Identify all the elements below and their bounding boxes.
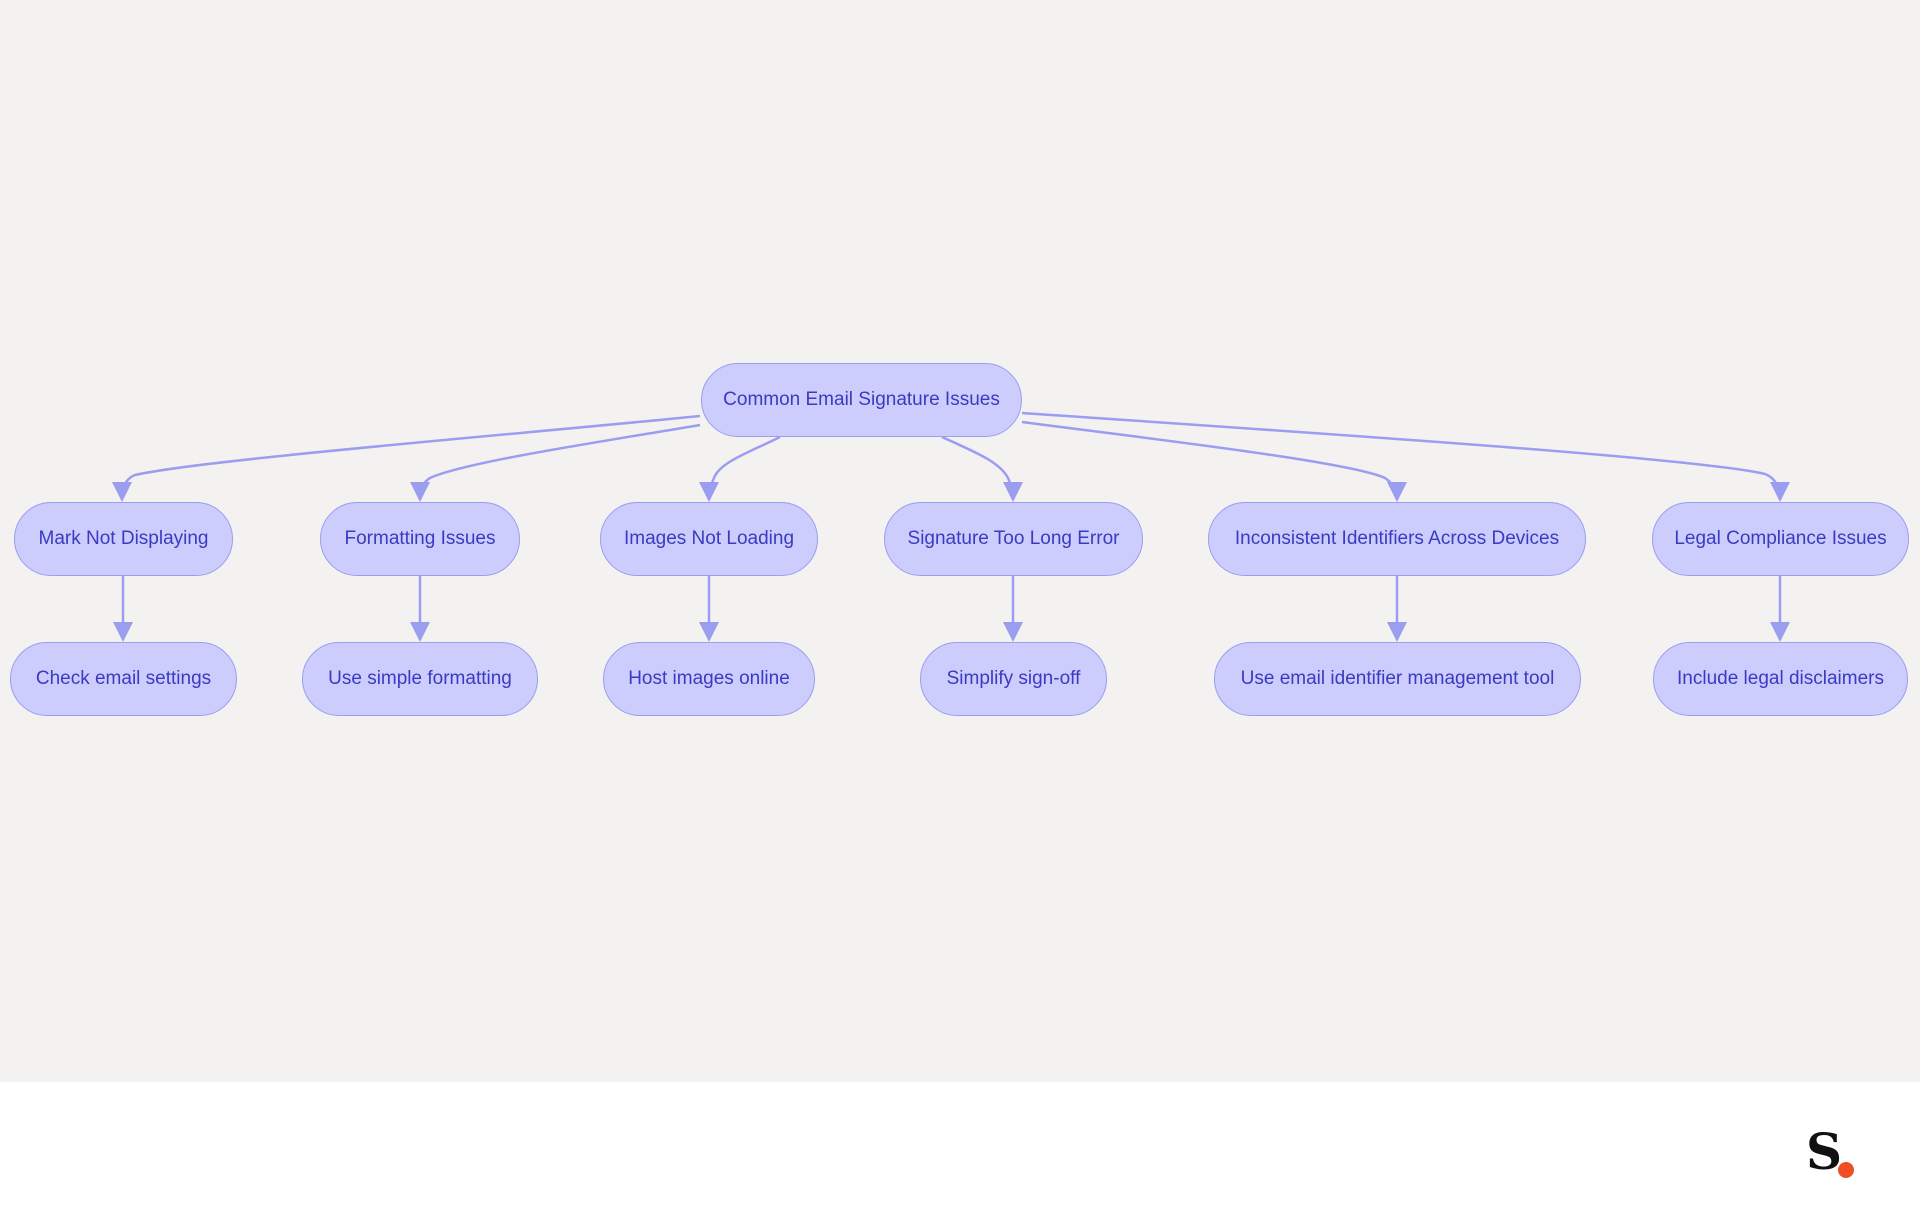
edge-root-mark [112, 414, 701, 502]
edge-root-toolong [941, 435, 1023, 502]
node-host-images-online[interactable]: Host images online [603, 642, 815, 716]
node-root[interactable]: Common Email Signature Issues [701, 363, 1022, 437]
edge-root-images [699, 435, 781, 502]
node-use-simple-formatting[interactable]: Use simple formatting [302, 642, 538, 716]
node-include-legal-disclaimers[interactable]: Include legal disclaimers [1653, 642, 1908, 716]
node-email-identifier-tool[interactable]: Use email identifier management tool [1214, 642, 1581, 716]
footer [0, 1082, 1920, 1215]
logo-letter: S [1806, 1122, 1843, 1181]
edges-layer [112, 411, 1790, 642]
brand-logo: S [1806, 1124, 1866, 1180]
edge-root-legal [1021, 411, 1790, 502]
edge-root-inconsistent [1021, 420, 1407, 502]
node-simplify-sign-off[interactable]: Simplify sign-off [920, 642, 1107, 716]
node-legal-compliance[interactable]: Legal Compliance Issues [1652, 502, 1909, 576]
node-check-email-settings[interactable]: Check email settings [10, 642, 237, 716]
node-images-not-loading[interactable]: Images Not Loading [600, 502, 818, 576]
edge-root-format [410, 423, 701, 502]
node-inconsistent-identifiers[interactable]: Inconsistent Identifiers Across Devices [1208, 502, 1586, 576]
node-signature-too-long[interactable]: Signature Too Long Error [884, 502, 1143, 576]
node-mark-not-displaying[interactable]: Mark Not Displaying [14, 502, 233, 576]
logo-dot [1838, 1162, 1854, 1178]
node-formatting-issues[interactable]: Formatting Issues [320, 502, 520, 576]
diagram-canvas: Common Email Signature Issues Mark Not D… [0, 0, 1920, 1082]
